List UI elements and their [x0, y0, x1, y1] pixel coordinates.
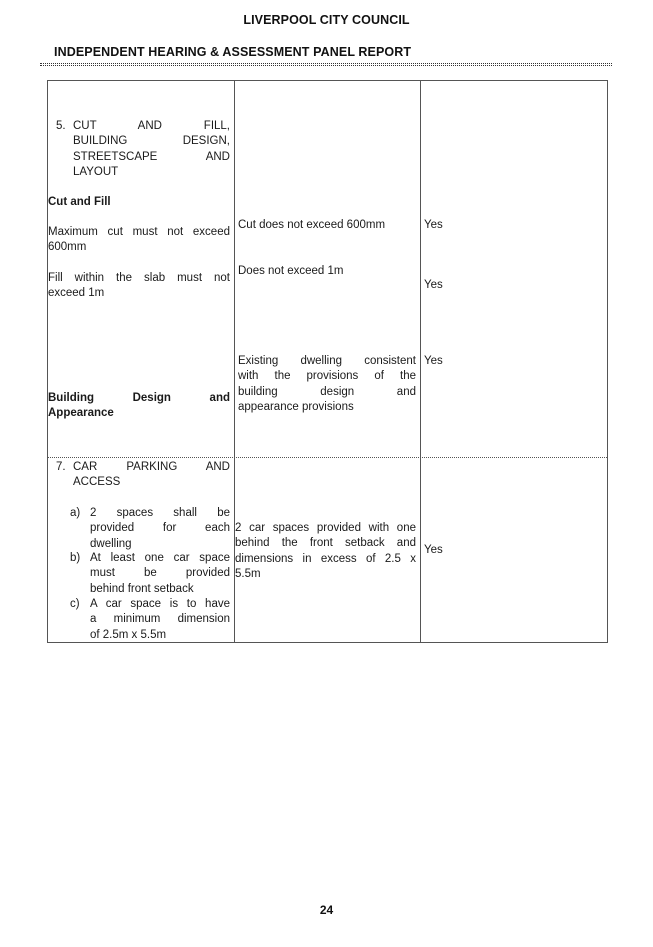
fill-compliance: Yes — [424, 279, 443, 291]
header-divider — [40, 63, 612, 64]
car-parking-item-marker: a) — [70, 507, 81, 519]
section-7-heading-line: ACCESS — [73, 476, 121, 489]
building-design-comment-line: Existing dwelling consistent — [238, 355, 416, 367]
table-row-divider — [47, 457, 607, 458]
section-5-heading: CUT AND FILL, BUILDING DESIGN, STREETSCA… — [73, 119, 230, 180]
car-parking-item-line: dwelling — [90, 537, 132, 550]
building-design-comment-line: with the provisions of the — [238, 370, 416, 383]
car-parking-item-line: A car space is to have — [90, 598, 230, 610]
car-parking-compliance: Yes — [424, 544, 443, 556]
building-design-comment: Existing dwelling consistent with the pr… — [238, 354, 416, 415]
car-parking-item-line: a minimum dimension — [90, 613, 230, 626]
car-parking-item-line: 2 spaces shall be — [90, 507, 230, 519]
section-5-heading-line: BUILDING DESIGN, — [73, 135, 230, 148]
car-parking-item: At least one car space must be provided … — [90, 551, 230, 597]
section-5-heading-line: STREETSCAPE AND — [73, 150, 230, 163]
table-column-divider — [234, 80, 235, 642]
building-design-heading: Building Design and Appearance — [48, 391, 230, 422]
car-parking-comment: 2 car spaces provided with one behind th… — [235, 521, 416, 582]
cut-fill-heading: Cut and Fill — [48, 196, 111, 208]
building-design-comment-line: building design and — [238, 385, 416, 398]
table-column-divider — [420, 80, 421, 642]
section-7-heading-line: CAR PARKING AND — [73, 461, 230, 473]
car-parking-item-line: provided for each — [90, 522, 230, 535]
fill-requirement: Fill within the slab must not exceed 1m — [48, 271, 230, 302]
car-parking-item-line: At least one car space — [90, 552, 230, 564]
car-parking-comment-line: 2 car spaces provided with one — [235, 522, 416, 534]
report-title: INDEPENDENT HEARING & ASSESSMENT PANEL R… — [54, 45, 412, 59]
car-parking-item-marker: c) — [70, 598, 80, 610]
page-number: 24 — [319, 903, 334, 917]
fill-requirement-line: exceed 1m — [48, 287, 105, 300]
car-parking-item-marker: b) — [70, 552, 81, 564]
max-cut-compliance: Yes — [424, 219, 443, 231]
section-5-number: 5. — [56, 120, 66, 132]
building-design-heading-line: Appearance — [48, 407, 114, 420]
max-cut-requirement-line: 600mm — [48, 241, 87, 254]
assessment-table — [47, 80, 608, 643]
building-design-compliance: Yes — [424, 355, 443, 367]
building-design-comment-line: appearance provisions — [238, 400, 354, 413]
section-5-heading-line: LAYOUT — [73, 165, 119, 178]
max-cut-comment: Cut does not exceed 600mm — [238, 219, 386, 231]
max-cut-requirement: Maximum cut must not exceed 600mm — [48, 225, 230, 256]
car-parking-comment-line: behind the front setback and — [235, 537, 416, 550]
section-5-heading-line: CUT AND FILL, — [73, 120, 230, 132]
car-parking-item-line: must be provided — [90, 567, 230, 580]
car-parking-comment-line: dimensions in excess of 2.5 x — [235, 552, 416, 565]
car-parking-item: 2 spaces shall be provided for each dwel… — [90, 506, 230, 552]
car-parking-item-line: behind front setback — [90, 582, 194, 595]
car-parking-comment-line: 5.5m — [235, 567, 261, 580]
car-parking-item-line: of 2.5m x 5.5m — [90, 628, 167, 641]
section-7-number: 7. — [56, 461, 66, 473]
council-name: LIVERPOOL CITY COUNCIL — [243, 13, 410, 27]
header-divider-secondary — [40, 65, 612, 66]
max-cut-requirement-line: Maximum cut must not exceed — [48, 226, 230, 238]
car-parking-item: A car space is to have a minimum dimensi… — [90, 597, 230, 643]
fill-comment: Does not exceed 1m — [238, 265, 344, 277]
building-design-heading-line: Building Design and — [48, 392, 230, 404]
fill-requirement-line: Fill within the slab must not — [48, 272, 230, 284]
section-7-heading: CAR PARKING AND ACCESS — [73, 460, 230, 491]
